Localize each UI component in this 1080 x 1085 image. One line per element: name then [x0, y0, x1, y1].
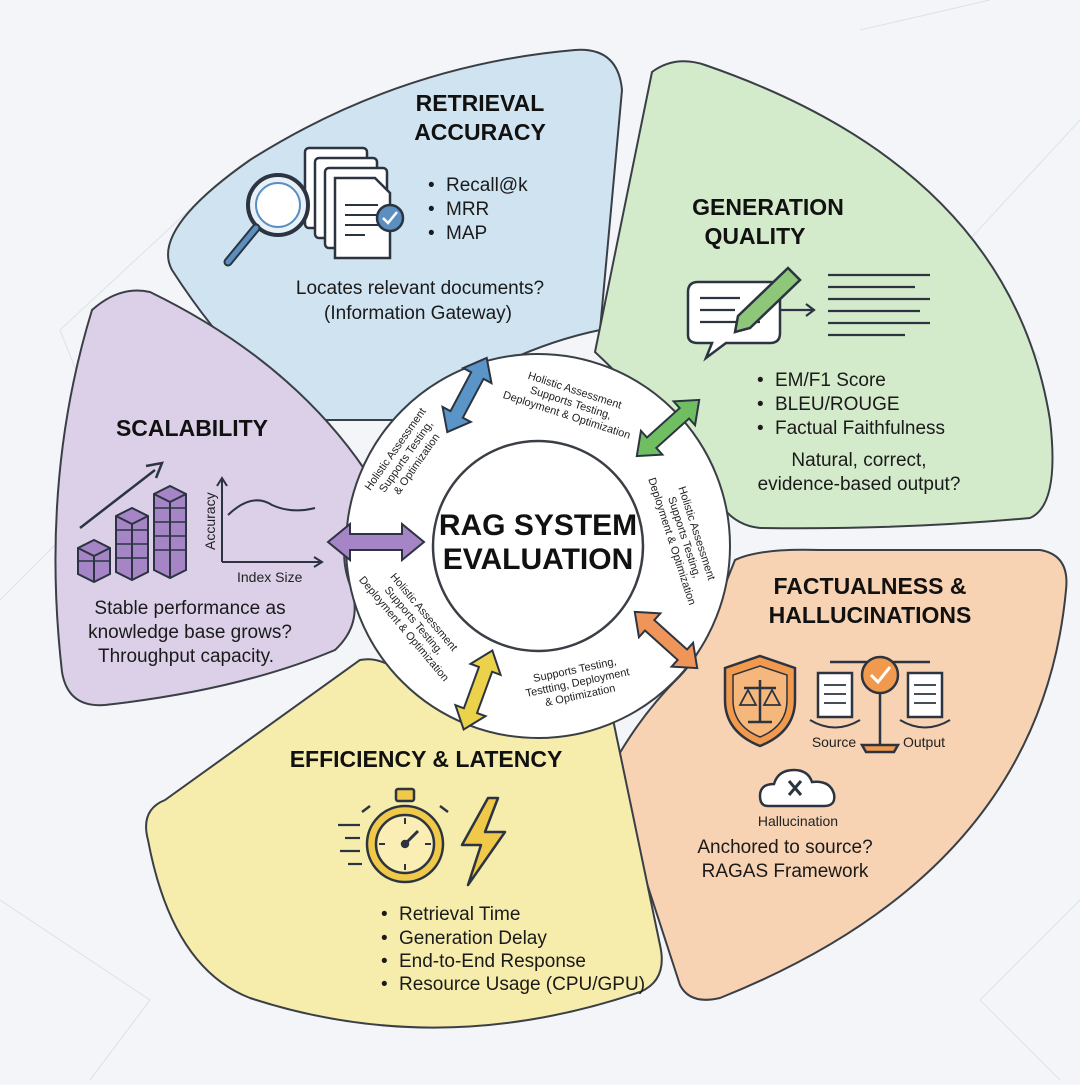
generation-title-line1: GENERATION — [692, 194, 844, 220]
retrieval-title-line1: RETRIEVAL — [416, 90, 545, 116]
svg-text:•: • — [757, 394, 764, 415]
svg-text:•: • — [381, 928, 388, 949]
generation-description-line1: Natural, correct, — [791, 450, 926, 471]
efficiency-title: EFFICIENCY & LATENCY — [290, 746, 563, 772]
factualness-title-line1: FACTUALNESS & — [774, 573, 967, 599]
output-label: Output — [903, 734, 945, 750]
efficiency-bullet: Generation Delay — [399, 928, 547, 949]
retrieval-bullet: MRR — [446, 199, 489, 220]
retrieval-description-line2: (Information Gateway) — [324, 303, 512, 324]
scalability-description-line3: Throughput capacity. — [98, 646, 274, 667]
factualness-description-line1: Anchored to source? — [697, 837, 872, 858]
retrieval-bullet: MAP — [446, 223, 487, 244]
svg-text:•: • — [381, 974, 388, 995]
scalability-description-line2: knowledge base grows? — [88, 622, 292, 643]
center-title-line2: EVALUATION — [443, 543, 634, 576]
hallucination-label: Hallucination — [758, 813, 838, 829]
scalability-description-line1: Stable performance as — [94, 598, 285, 619]
efficiency-bullet: Retrieval Time — [399, 904, 520, 925]
svg-text:•: • — [428, 223, 435, 244]
generation-bullet: Factual Faithfulness — [775, 418, 945, 439]
generation-bullet: EM/F1 Score — [775, 370, 886, 391]
center-title-line1: RAG SYSTEM — [439, 509, 637, 542]
efficiency-bullet: Resource Usage (CPU/GPU) — [399, 974, 645, 995]
retrieval-bullet: Recall@k — [446, 175, 528, 196]
svg-text:•: • — [381, 904, 388, 925]
svg-text:•: • — [428, 175, 435, 196]
source-label: Source — [812, 734, 857, 750]
retrieval-title-line2: ACCURACY — [414, 119, 546, 145]
x-axis-label: Index Size — [237, 569, 303, 585]
svg-text:•: • — [757, 418, 764, 439]
factualness-title-line2: HALLUCINATIONS — [769, 602, 972, 628]
generation-title-line2: QUALITY — [705, 223, 806, 249]
retrieval-description-line1: Locates relevant documents? — [296, 278, 544, 299]
factualness-description-line2: RAGAS Framework — [702, 861, 869, 882]
efficiency-bullet: End-to-End Response — [399, 951, 586, 972]
generation-bullet: BLEU/ROUGE — [775, 394, 900, 415]
svg-text:•: • — [381, 951, 388, 972]
y-axis-label: Accuracy — [202, 492, 218, 550]
scalability-title: SCALABILITY — [116, 415, 268, 441]
generation-description-line2: evidence-based output? — [758, 474, 961, 495]
svg-text:•: • — [428, 199, 435, 220]
svg-text:•: • — [757, 370, 764, 391]
